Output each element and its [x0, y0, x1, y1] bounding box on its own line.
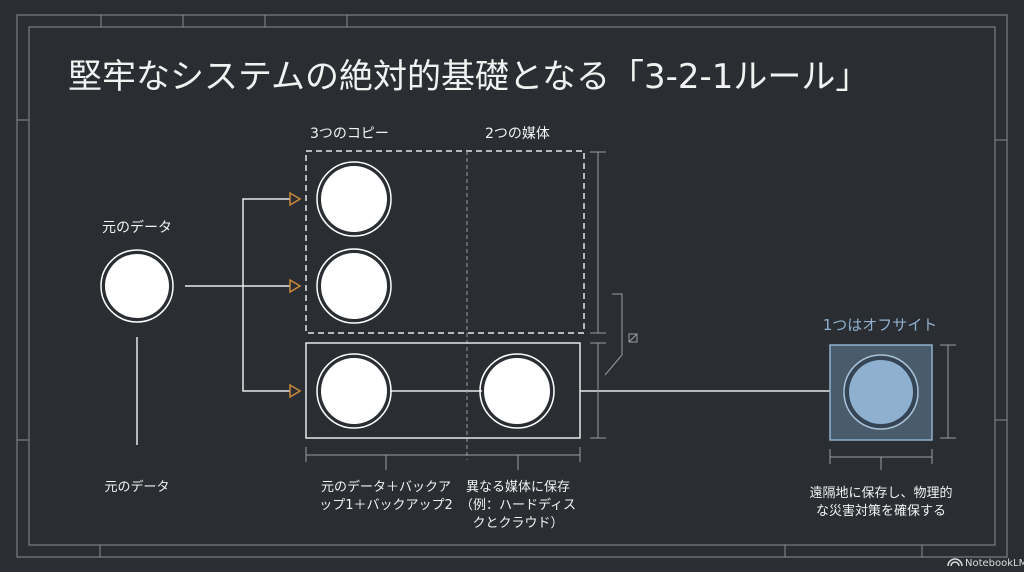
label-original-top: 元のデータ	[102, 219, 172, 236]
label-copies: 3つのコピー	[310, 126, 389, 142]
svg-text:な災害対策を確保する: な災害対策を確保する	[816, 503, 946, 519]
data-circles	[100, 161, 555, 429]
dimension-lines	[305, 151, 956, 470]
arrow-icon	[289, 278, 302, 294]
media-box	[305, 342, 581, 439]
media-circle	[479, 353, 555, 429]
copy-circle-2	[316, 248, 392, 324]
copy-circle-1	[316, 161, 392, 237]
svg-text:元のデータ＋バックア: 元のデータ＋バックア	[321, 479, 451, 495]
svg-text:ップ1＋バックアップ2: ップ1＋バックアップ2	[319, 498, 453, 513]
svg-text:（例：ハードディス: （例：ハードディス	[460, 497, 576, 513]
copy-circle-3	[316, 353, 392, 429]
arrow-icon	[289, 383, 302, 399]
label-offsite: 1つはオフサイト	[823, 316, 938, 334]
svg-text:NotebookLM: NotebookLM	[965, 558, 1024, 569]
svg-text:クとクラウド）: クとクラウド）	[472, 516, 563, 531]
label-original-bottom: 元のデータ	[104, 479, 169, 495]
label-media: 2つの媒体	[485, 126, 550, 142]
copies-caption: 元のデータ＋バックア ップ1＋バックアップ2	[319, 479, 453, 513]
notebooklm-logo-icon	[947, 558, 963, 567]
svg-text:遠隔地に保存し、物理的: 遠隔地に保存し、物理的	[809, 485, 952, 501]
page-title: 堅牢なシステムの絶対的基礎となる「3-2-1ルール」	[68, 57, 869, 97]
media-caption: 異なる媒体に保存 （例：ハードディス クとクラウド）	[460, 480, 576, 531]
frame	[16, 14, 1008, 558]
arrow-heads	[289, 191, 302, 399]
arrow-icon	[289, 191, 302, 207]
svg-text:異なる媒体に保存: 異なる媒体に保存	[466, 480, 570, 495]
connectors	[136, 198, 830, 445]
watermark: NotebookLM	[947, 558, 1024, 569]
offsite-box	[829, 344, 933, 441]
original-data-circle	[100, 249, 174, 323]
offsite-caption: 遠隔地に保存し、物理的 な災害対策を確保する	[809, 485, 952, 519]
